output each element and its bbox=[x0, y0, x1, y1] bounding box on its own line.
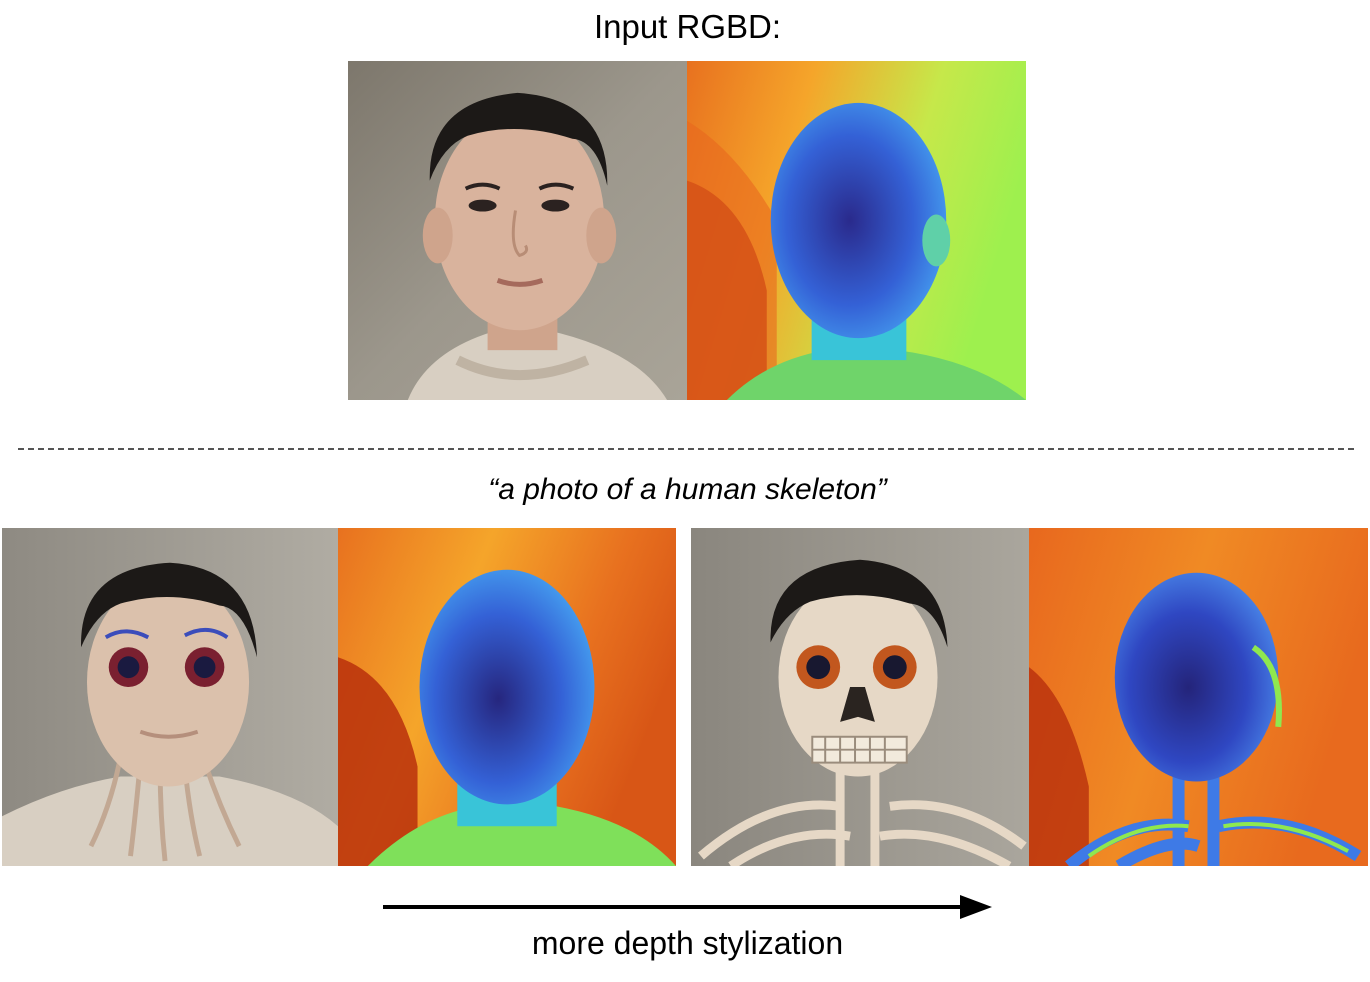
stylized-rgb-image-1 bbox=[2, 528, 338, 866]
input-depth-image bbox=[687, 61, 1026, 400]
stylized-depth-image-1 bbox=[338, 528, 676, 866]
input-rgb-image bbox=[348, 61, 687, 400]
stylized-rgb-image-2 bbox=[691, 528, 1029, 866]
arrow-head bbox=[960, 895, 992, 919]
text-prompt: “a photo of a human skeleton” bbox=[488, 473, 887, 506]
section-divider bbox=[18, 448, 1354, 450]
direction-arrow bbox=[383, 895, 992, 919]
arrow-caption: more depth stylization bbox=[531, 925, 844, 961]
input-rgbd-title: Input RGBD: bbox=[593, 8, 782, 45]
stylized-depth-image-2 bbox=[1029, 528, 1368, 866]
